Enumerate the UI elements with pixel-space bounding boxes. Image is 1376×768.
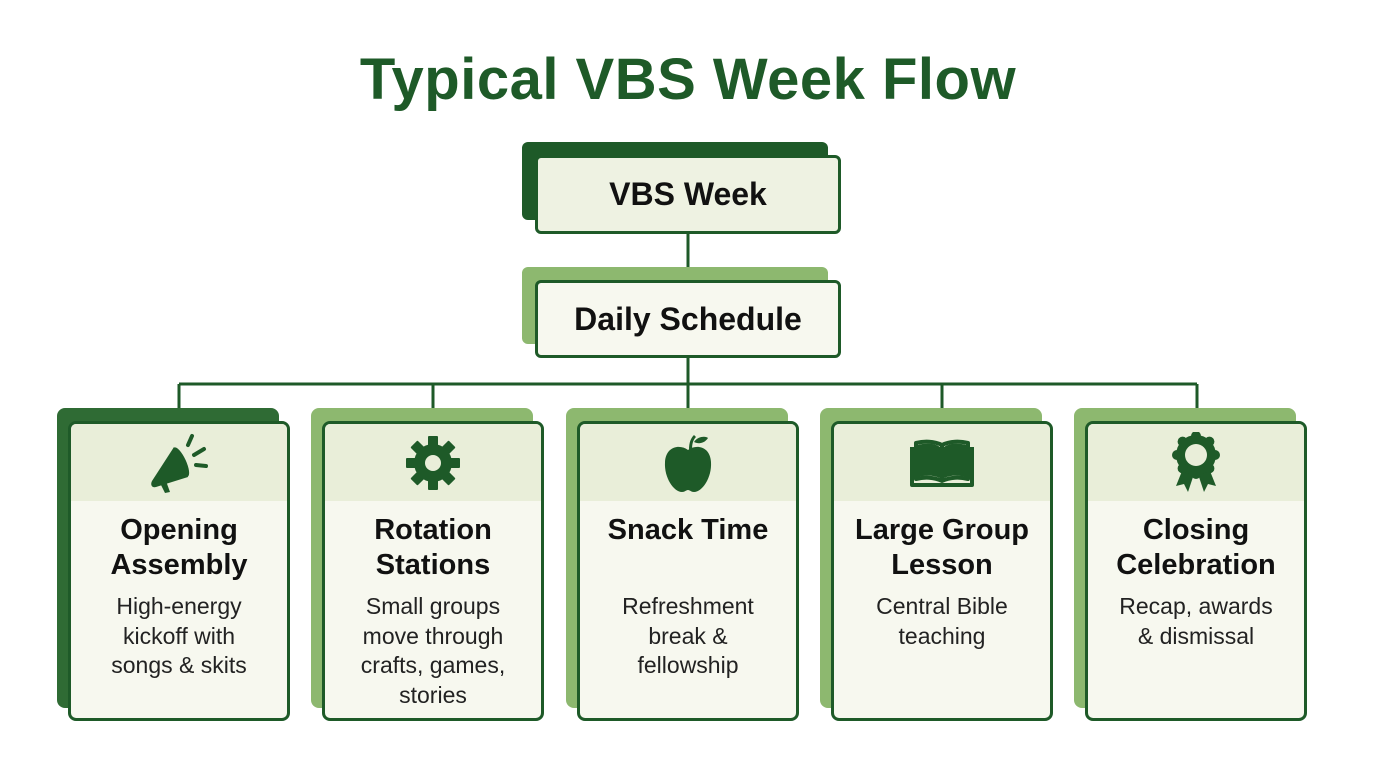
root-node-label: VBS Week — [609, 176, 767, 212]
activity-description: Recap, awards& dismissal — [1119, 593, 1273, 649]
award-ribbon-icon — [1170, 431, 1222, 494]
page-title: Typical VBS Week Flow — [359, 47, 1017, 112]
schedule-node-label: Daily Schedule — [574, 300, 802, 337]
root-node-box: VBS Week — [535, 155, 841, 234]
apple-icon — [660, 432, 716, 494]
activity-title: Snack Time — [607, 514, 769, 546]
book-icon — [910, 437, 974, 489]
megaphone-icon — [144, 431, 214, 495]
gear-icon — [403, 433, 463, 493]
schedule-node-box: Daily Schedule — [535, 280, 841, 358]
